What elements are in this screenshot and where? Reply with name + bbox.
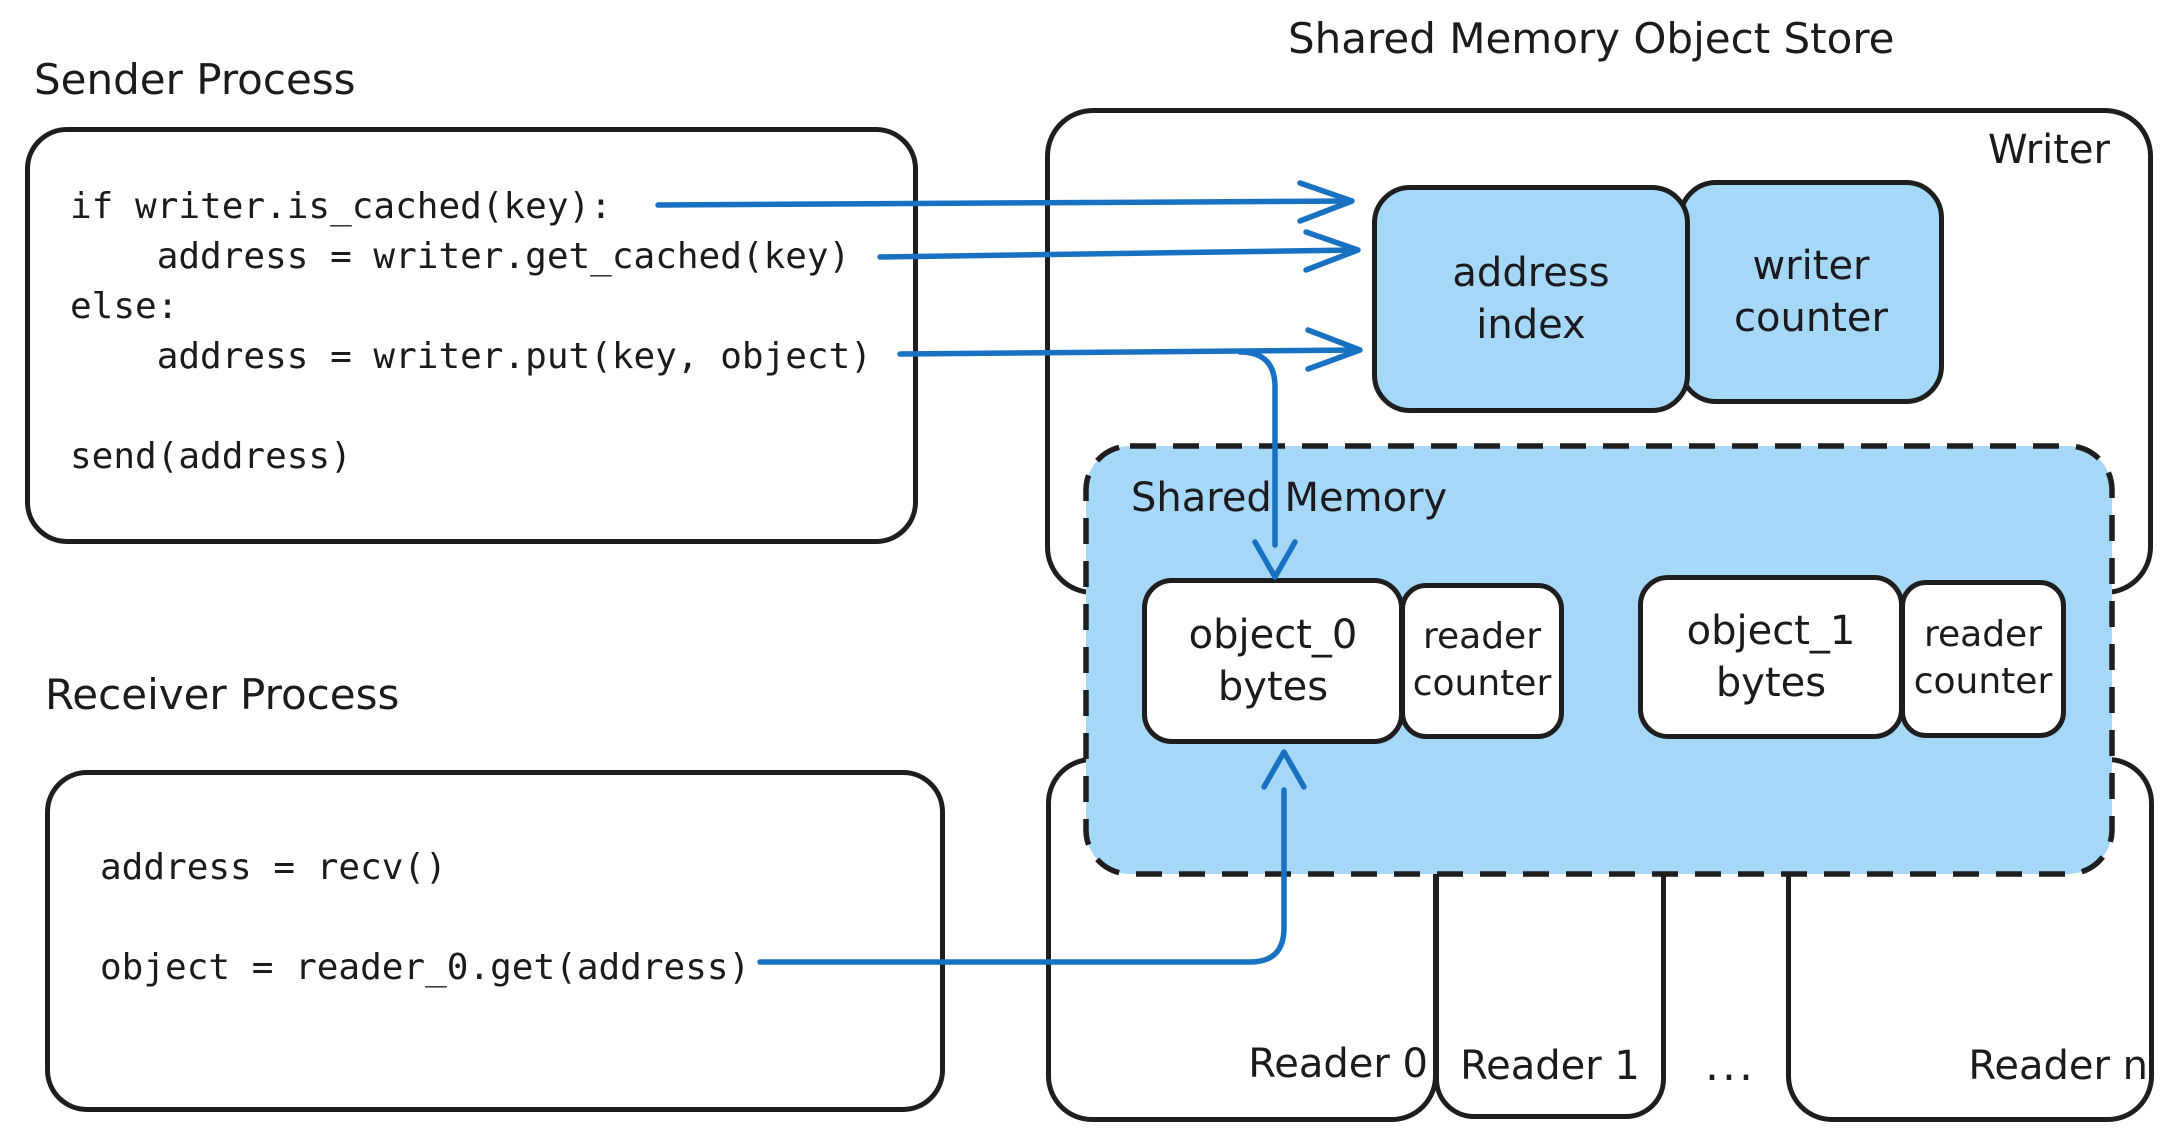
readers-ellipsis: ... [1705,1040,1756,1091]
reader-counter-1-label: reader counter [1913,614,2053,702]
writer-counter-label: writer counter [1734,243,1888,341]
address-index-box: address index [1372,185,1690,413]
receiver-process-title: Receiver Process [45,670,400,719]
receiver-code: address = recv() object = reader_0.get(a… [100,847,751,988]
reader-counter-0-box: reader counter [1400,583,1564,739]
object-1-bytes-label: object_1 bytes [1686,608,1856,706]
shared-memory-label: Shared Memory [1131,475,1448,521]
address-index-label: address index [1452,250,1610,348]
reader-counter-1-box: reader counter [1900,580,2066,738]
reader-counter-0-label: reader counter [1412,616,1552,704]
object-1-bytes-box: object_1 bytes [1638,575,1904,739]
reader-1-label: Reader 1 [1460,1043,1640,1089]
object-0-bytes-box: object_0 bytes [1142,578,1404,744]
receiver-process-box: address = recv() object = reader_0.get(a… [45,770,945,1112]
reader-n-label: Reader n [1968,1043,2148,1089]
writer-counter-box: writer counter [1678,180,1944,404]
sender-process-title: Sender Process [34,55,356,104]
object-0-bytes-label: object_0 bytes [1188,612,1358,710]
shared-memory-object-store-title: Shared Memory Object Store [1288,14,1895,63]
sender-process-box: if writer.is_cached(key): address = writ… [25,127,918,544]
writer-label: Writer [1987,127,2110,173]
sender-code: if writer.is_cached(key): address = writ… [70,186,872,477]
reader-0-label: Reader 0 [1248,1041,1428,1087]
